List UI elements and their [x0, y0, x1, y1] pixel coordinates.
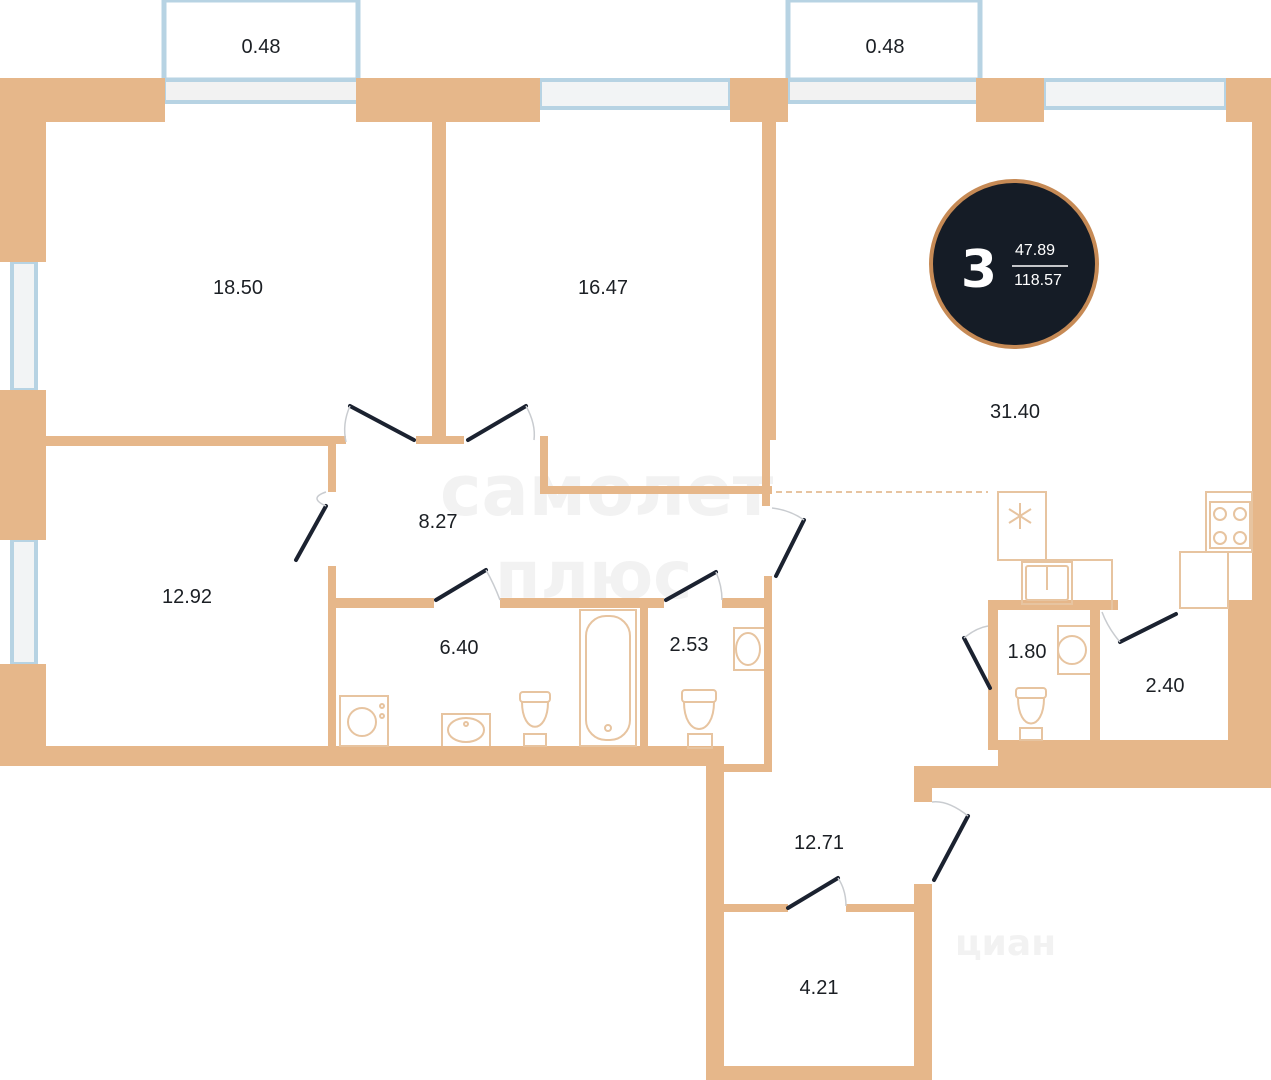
- apartment-badge: 3 47.89 118.57: [929, 179, 1099, 349]
- sink-icon-wc2: [1057, 625, 1090, 675]
- doors: [294, 404, 1178, 910]
- bathtub-icon: [579, 609, 637, 747]
- toilet-icon-wc1: [681, 689, 717, 749]
- bedroom-1-area: 18.50: [213, 277, 263, 299]
- windows: [10, 78, 1228, 666]
- sink-icon: [441, 713, 491, 746]
- walls: [0, 78, 1271, 1080]
- balcony-left: [161, 0, 361, 104]
- bathroom-area: 6.40: [440, 637, 479, 659]
- badge-living-area: 47.89: [1015, 242, 1055, 259]
- badge-total-area: 118.57: [1014, 272, 1062, 289]
- watermark-portal: циан: [955, 923, 1056, 964]
- wc-1-area: 2.53: [670, 634, 709, 656]
- balcony-right: [785, 0, 983, 104]
- toilet-icon: [519, 691, 551, 747]
- hall-area: 12.71: [794, 832, 844, 854]
- balcony-right-area: 0.48: [866, 36, 905, 58]
- wc-2-area: 1.80: [1008, 641, 1047, 663]
- sink-icon-wc1: [733, 627, 764, 671]
- snowflake-icon: [1008, 503, 1032, 529]
- kitchen-cabinets: [997, 491, 1253, 610]
- bedroom-3-area: 12.92: [162, 586, 212, 608]
- toilet-icon-wc2: [1015, 687, 1047, 741]
- wardrobe-area: 4.21: [800, 977, 839, 999]
- kitchen-sink-icon: [1025, 565, 1069, 601]
- door-swings: [316, 405, 1121, 907]
- stove-icon: [1209, 501, 1251, 549]
- living-kitchen-area: 31.40: [990, 401, 1040, 423]
- storage-area: 2.40: [1146, 675, 1185, 697]
- bedroom-2-area: 16.47: [578, 277, 628, 299]
- badge-room-count: 3: [961, 240, 997, 300]
- balcony-left-area: 0.48: [242, 36, 281, 58]
- washing-machine-icon: [339, 695, 389, 747]
- corridor-area: 8.27: [419, 511, 458, 533]
